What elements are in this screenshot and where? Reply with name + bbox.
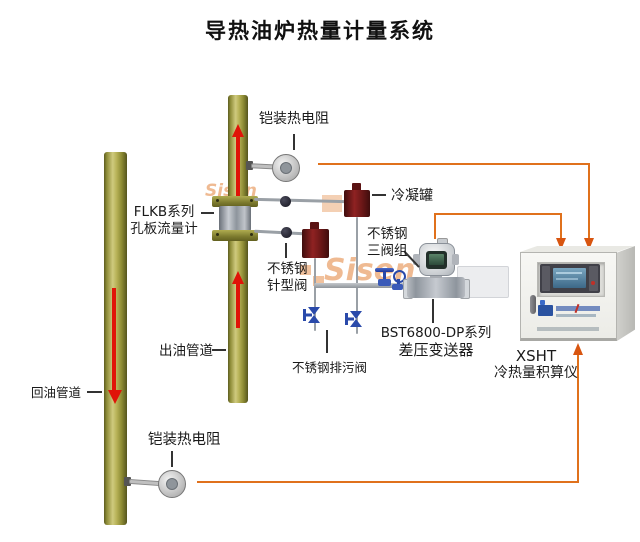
transmitter-display-screen [429,254,444,265]
watermark-block-1 [322,195,342,212]
outlet-oil-pipe [228,95,248,403]
label-return-pipe: 回油管道 [31,385,82,400]
flow-arrow-up-1-shaft [236,136,240,196]
signal-line-1-h [318,163,590,165]
drain-valve-left [303,307,320,323]
flow-arrow-up-1 [232,124,244,137]
cabinet-blue-mark [540,300,545,305]
label-condenser: 冷凝罐 [391,188,433,204]
signal-line-3-v [577,355,579,483]
condensate-tank-lower [302,229,329,258]
pointer-rtd-top [293,134,295,150]
flowmeter-bolts [216,199,219,202]
label-flowmeter-line2: 孔板流量计 [130,221,198,237]
cabinet-lcd-line-1 [556,272,582,274]
condensate-tank-lower-nipple [310,222,319,230]
drain-valve-right [345,311,362,327]
rtd-sensor-top-mount [246,161,253,170]
impulse-drop-left [314,258,316,331]
cabinet-brand-logo [538,305,553,316]
impulse-tube-lower [253,229,306,236]
label-three-valve-line2: 三阀组 [367,242,408,259]
signal-line-2-h [434,213,562,215]
signal-line-2-stub [434,213,436,239]
manifold-valve-1-handle [375,268,394,272]
flow-arrow-up-2-shaft [236,283,240,328]
signal-arrow-3 [573,343,583,355]
pointer-needle-valve [285,243,287,258]
label-integrator-line1: XSHT [515,347,557,365]
rtd-sensor-bottom-mount [124,477,131,486]
label-three-valve-line1: 不锈钢 [367,226,408,242]
cabinet-side-face [617,246,635,341]
label-needle-valve-line1: 不锈钢 [267,261,308,277]
label-transmitter: BST6800-DP系列 差压变送器 [380,325,492,359]
label-transmitter-line1: BST6800-DP系列 [380,325,492,341]
cabinet-button-column [542,266,550,291]
label-flowmeter-line1: FLKB系列 [133,204,195,220]
cabinet-red-button [591,281,595,285]
orifice-flowmeter-body [219,206,251,231]
signal-arrow-1 [584,238,594,250]
condensate-tank-upper [344,190,370,217]
pointer-return-pipe [87,391,102,393]
pointer-transmitter [432,299,434,323]
pointer-condenser [372,194,386,196]
flowmeter-flange-top [212,196,258,207]
pointer-rtd-bottom [171,451,173,467]
cabinet-company-text-bar [537,327,599,331]
label-flowmeter: FLKB系列 孔板流量计 [128,204,200,238]
transmitter-nub-right [452,254,459,265]
flowmeter-flange-bottom [212,230,258,241]
cabinet-right-strip [589,266,598,291]
condensate-tank-upper-nipple [352,183,361,191]
rtd-sensor-bottom-core [166,478,178,490]
watermark-block-2 [300,265,311,275]
signal-line-1-v [588,163,590,239]
pointer-flowmeter [201,212,214,214]
cabinet-lcd-line-2 [556,278,578,280]
label-rtd-bottom: 铠装热电阻 [148,432,221,448]
needle-valve-lower [281,227,292,238]
transmitter-body [407,277,465,298]
label-three-valve: 不锈钢 三阀组 [367,226,408,259]
label-transmitter-line2: 差压变送器 [398,340,474,359]
needle-valve-upper [280,196,291,207]
label-needle-valve-line2: 针型阀 [267,278,308,294]
flow-arrow-up-2 [232,271,244,284]
rtd-sensor-bottom-stem [128,478,161,487]
page-title: 导热油炉热量计量系统 [205,19,435,43]
label-drain-valve: 不锈钢排污阀 [292,360,368,375]
watermark-block-3 [313,276,324,286]
rtd-sensor-top-core [280,162,292,174]
signal-line-2-v [560,213,562,239]
pointer-outlet-pipe [212,349,226,351]
manifold-valve-1-stem [383,272,386,280]
manifold-valve-1-body [378,279,391,286]
pointer-drain-valve [326,330,328,353]
signal-arrow-2 [556,238,566,250]
label-integrator-line2: 冷热量积算仪 [494,365,578,382]
label-integrator: XSHT 冷热量积算仪 [493,347,579,382]
manifold-valve-2-body [392,284,403,290]
impulse-drop-right [356,217,358,334]
transmitter-nub-left [413,254,420,265]
signal-line-3-h [197,481,579,483]
manifold-valve-2-stem [397,279,400,285]
cabinet-top-face [520,246,634,252]
cabinet-brand-subtext-bar [556,314,596,317]
flow-arrow-down [108,390,122,404]
label-rtd-top: 铠装热电阻 [259,111,329,127]
flow-arrow-down-shaft [112,288,116,391]
cabinet-handle [530,295,536,314]
label-outlet-pipe: 出油管道 [159,343,213,359]
manifold-pipe [314,283,422,288]
label-needle-valve: 不锈钢 针型阀 [267,261,308,295]
